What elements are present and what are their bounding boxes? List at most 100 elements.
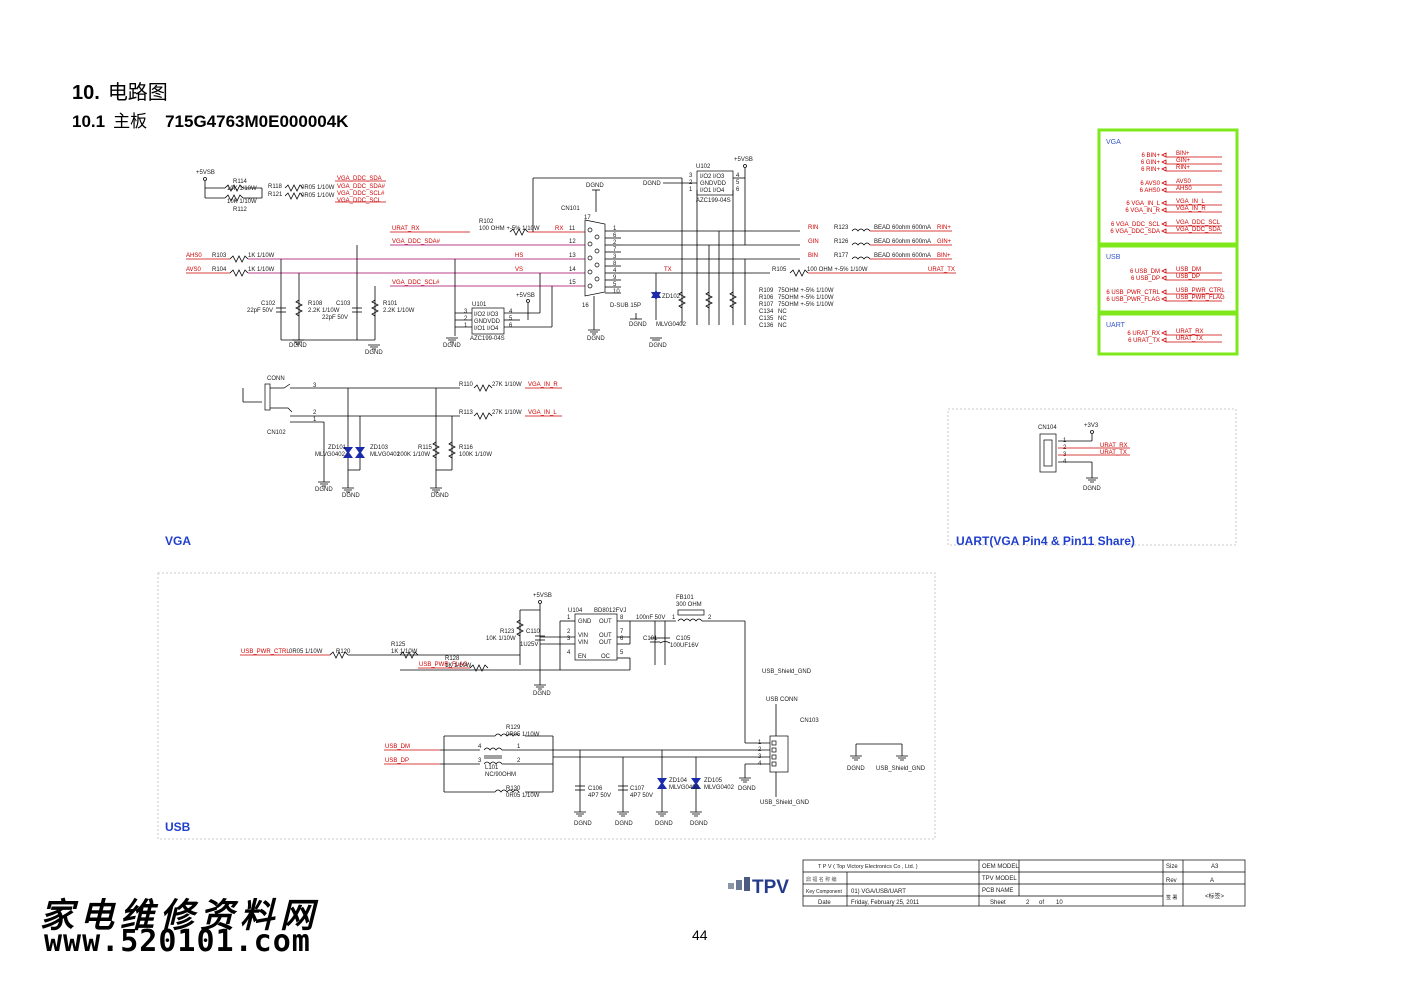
svg-text:DGND: DGND <box>574 821 592 827</box>
svg-text:1K 1/10W: 1K 1/10W <box>445 663 472 669</box>
svg-text:C134: C134 <box>759 309 774 315</box>
svg-text:DGND: DGND <box>615 821 633 827</box>
uart-frame <box>947 408 1237 546</box>
svg-text:2: 2 <box>567 629 571 635</box>
svg-text:鼎 福 名 称 编: 鼎 福 名 称 编 <box>806 876 837 883</box>
svg-text:2.2K 1/10W: 2.2K 1/10W <box>308 308 340 314</box>
svg-text:R129: R129 <box>506 725 521 731</box>
svg-text:4: 4 <box>509 309 513 315</box>
svg-text:C105: C105 <box>676 636 691 642</box>
svg-text:1K 1/10W: 1K 1/10W <box>391 649 418 655</box>
svg-text:2.2K 1/10W: 2.2K 1/10W <box>383 308 415 314</box>
svg-text:R128: R128 <box>445 656 460 662</box>
svg-text:EN: EN <box>578 654 586 660</box>
svg-text:CN101: CN101 <box>561 206 580 212</box>
vga-5vsb-label: +5VSB <box>196 170 215 176</box>
svg-text:TPV MODEL: TPV MODEL <box>982 876 1017 882</box>
svg-text:R105: R105 <box>772 267 787 273</box>
svg-text:D-SUB 15P: D-SUB 15P <box>610 303 641 309</box>
page-number: 44 <box>692 927 708 943</box>
svg-text:URAT_TX: URAT_TX <box>1100 450 1127 456</box>
usb-offpage-out: USB_DM <box>1176 267 1201 273</box>
svg-text:16: 16 <box>582 303 589 309</box>
svg-text:BEAD 60ohm 600mA: BEAD 60ohm 600mA <box>874 225 931 231</box>
svg-text:1: 1 <box>517 744 521 750</box>
svg-text:R104: R104 <box>212 267 227 273</box>
svg-text:HS: HS <box>515 253 523 259</box>
svg-text:75OHM +-5% 1/10W: 75OHM +-5% 1/10W <box>778 295 834 301</box>
svg-text:5: 5 <box>509 316 513 322</box>
svg-text:R108: R108 <box>308 301 323 307</box>
svg-text:0R05 1/10W: 0R05 1/10W <box>301 185 335 191</box>
offpage-connectors: VGA USB UART 6 BIN+BIN+6 GIN+GIN+6 RIN+R… <box>1097 128 1239 356</box>
svg-text:100nF 50V: 100nF 50V <box>636 615 665 621</box>
svg-text:OC: OC <box>601 654 611 660</box>
svg-text:15: 15 <box>569 280 576 286</box>
svg-text:4: 4 <box>613 268 617 274</box>
svg-text:CONN: CONN <box>267 376 285 382</box>
svg-text:VGA_DDC_SCL#: VGA_DDC_SCL# <box>392 280 440 286</box>
svg-text:100 OHM +-5% 1/10W: 100 OHM +-5% 1/10W <box>479 226 540 232</box>
svg-text:DGND: DGND <box>289 343 307 349</box>
svg-text:R126: R126 <box>834 239 849 245</box>
svg-text:75OHM +-5% 1/10W: 75OHM +-5% 1/10W <box>778 288 834 294</box>
svg-text:L101: L101 <box>485 765 499 771</box>
svg-text:OUT: OUT <box>599 633 612 639</box>
svg-text:6: 6 <box>613 233 617 239</box>
svg-text:<标签>: <标签> <box>1205 892 1225 900</box>
svg-text:100 OHM +-5% 1/10W: 100 OHM +-5% 1/10W <box>807 267 868 273</box>
svg-text:100K 1/10W: 100K 1/10W <box>459 452 492 458</box>
svg-text:C107: C107 <box>630 786 645 792</box>
svg-text:DGND: DGND <box>690 821 708 827</box>
svg-text:DGND: DGND <box>443 343 461 349</box>
svg-text:R110: R110 <box>459 382 474 388</box>
svg-text:12: 12 <box>569 239 576 245</box>
svg-text:C135: C135 <box>759 316 774 322</box>
vga-section-label: VGA <box>165 534 191 548</box>
svg-text:BIN+: BIN+ <box>937 253 951 259</box>
svg-text:5: 5 <box>736 180 740 186</box>
svg-text:MLVG0402: MLVG0402 <box>370 452 401 458</box>
svg-text:VS: VS <box>515 267 523 273</box>
svg-text:Rev: Rev <box>1166 878 1177 884</box>
usb-offpage-out: USB_DP <box>1176 274 1200 280</box>
watermark-url: www.520101.com <box>44 924 311 959</box>
svg-text:6: 6 <box>509 323 513 329</box>
uart-offpage-out: URAT_RX <box>1176 329 1204 335</box>
svg-text:0R05 1/10W: 0R05 1/10W <box>506 793 540 799</box>
svg-text:13: 13 <box>569 253 576 259</box>
svg-text:OUT: OUT <box>599 619 612 625</box>
svg-text:GIN: GIN <box>808 239 819 245</box>
vga-offpage-out: VGA_DDC_SDA <box>1176 227 1221 233</box>
vga-offpage-in: 6 BIN+ <box>1141 153 1160 159</box>
usb-frame <box>157 572 936 840</box>
usb-offpage-out: USB_PWR_CTRL <box>1176 288 1225 294</box>
svg-text:3: 3 <box>478 758 482 764</box>
svg-text:MLVG0402: MLVG0402 <box>704 785 735 791</box>
svg-text:VGA_DDC_SDA#: VGA_DDC_SDA# <box>392 239 441 245</box>
uart-offpage-out: URAT_TX <box>1176 336 1203 342</box>
svg-text:Sheet: Sheet <box>990 900 1006 906</box>
svg-text:C101: C101 <box>643 636 658 642</box>
svg-text:U104: U104 <box>568 608 583 614</box>
svg-text:1: 1 <box>672 615 676 621</box>
svg-text:BEAD 60ohm 600mA: BEAD 60ohm 600mA <box>874 239 931 245</box>
svg-text:NC: NC <box>778 309 787 315</box>
vga-offpage-in: 6 AHS0 <box>1140 188 1161 194</box>
svg-text:R106: R106 <box>759 295 774 301</box>
svg-text:R114: R114 <box>233 179 248 185</box>
offpage-usb-title: USB <box>1106 254 1121 261</box>
svg-text:NC: NC <box>778 316 787 322</box>
svg-text:Size: Size <box>1166 864 1178 870</box>
vga-offpage-in: 6 VGA_IN_R <box>1125 208 1160 214</box>
svg-text:DGND: DGND <box>431 493 449 499</box>
offpage-uart-title: UART <box>1106 322 1126 329</box>
svg-text:PCB NAME: PCB NAME <box>982 888 1013 894</box>
svg-text:MLVG0402: MLVG0402 <box>669 785 700 791</box>
svg-text:R101: R101 <box>383 301 398 307</box>
svg-text:U102: U102 <box>696 164 711 170</box>
svg-text:BIN: BIN <box>808 253 818 259</box>
svg-text:1: 1 <box>689 187 693 193</box>
svg-text:TX: TX <box>664 267 672 273</box>
svg-text:5: 5 <box>613 282 617 288</box>
